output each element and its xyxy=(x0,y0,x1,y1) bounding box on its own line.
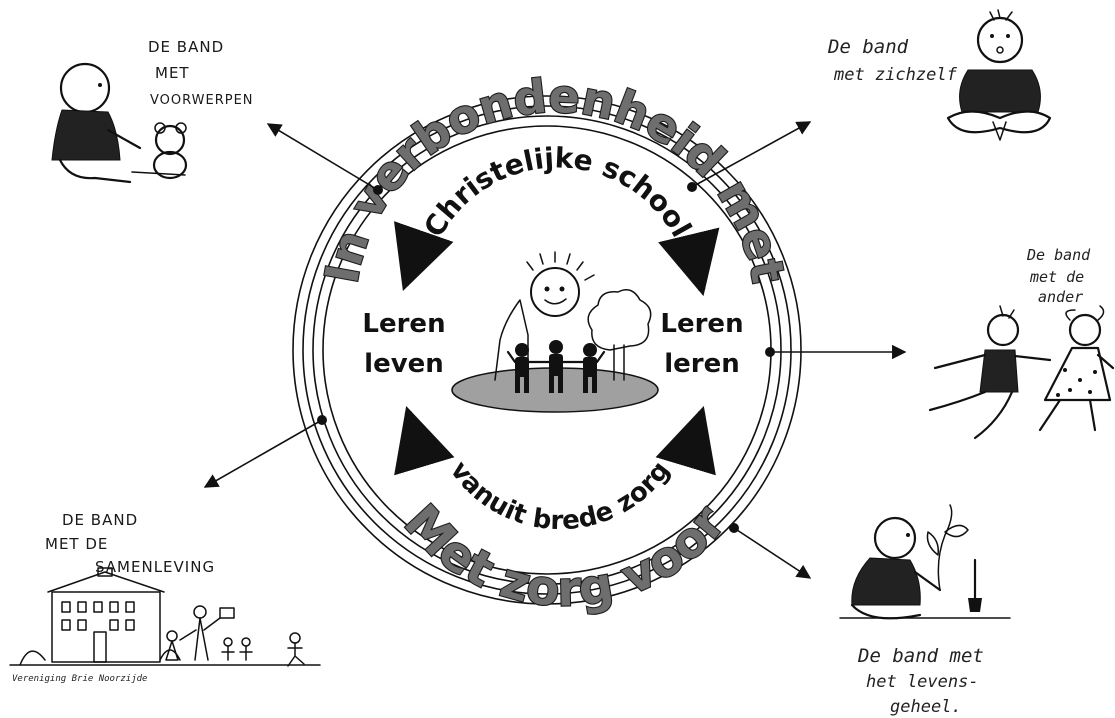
svg-text:met de: met de xyxy=(1029,268,1084,286)
inner-top-title: Christelijke school xyxy=(417,141,698,242)
left-label: Leren leven xyxy=(362,309,445,379)
child-meditating-icon xyxy=(946,9,1052,141)
svg-text:ander: ander xyxy=(1038,288,1083,306)
right-label: Leren leren xyxy=(660,309,743,379)
ring-1 xyxy=(292,95,802,605)
caption-whole: De band met het levens- geheel. xyxy=(857,645,984,717)
svg-text:Vereniging Brie Noorzijde: Vereniging Brie Noorzijde xyxy=(12,674,147,684)
arrow-bottom-left-icon xyxy=(394,405,455,476)
arrow-bottom-right-icon xyxy=(655,405,716,476)
svg-text:het levens-: het levens- xyxy=(866,672,979,692)
ring-3 xyxy=(312,115,782,585)
arrow-to-whole-icon xyxy=(733,527,812,579)
ring-2 xyxy=(302,105,792,595)
svg-text:leven: leven xyxy=(364,349,444,379)
caption-self: De band met zichzelf xyxy=(827,36,958,85)
svg-text:De band met: De band met xyxy=(857,645,984,667)
connectors xyxy=(203,121,907,579)
svg-text:De band: De band xyxy=(1026,246,1091,264)
child-with-teddy-icon xyxy=(51,62,188,184)
svg-text:MET: MET xyxy=(155,64,190,82)
arrow-top-right-icon xyxy=(658,227,720,297)
arrow-top-left-icon xyxy=(394,221,454,291)
svg-text:VOORWERPEN: VOORWERPEN xyxy=(150,93,254,108)
svg-text:leren: leren xyxy=(664,349,740,379)
caption-objects: DE BAND MET VOORWERPEN xyxy=(148,38,254,108)
svg-text:DE BAND: DE BAND xyxy=(62,511,138,529)
svg-text:Leren: Leren xyxy=(660,309,743,339)
svg-text:Leren: Leren xyxy=(362,309,445,339)
svg-text:geheel.: geheel. xyxy=(890,697,962,717)
child-gardening-icon xyxy=(839,504,1011,620)
cycle-arrows xyxy=(394,221,720,476)
children-dancing-icon xyxy=(928,305,1115,440)
school-logo-icon xyxy=(451,251,659,413)
arrow-to-self-icon xyxy=(691,121,812,188)
svg-text:met zichzelf: met zichzelf xyxy=(833,65,958,85)
caption-society: DE BAND MET DE SAMENLEVING Vereniging Br… xyxy=(12,511,215,684)
svg-text:DE BAND: DE BAND xyxy=(148,38,224,56)
svg-text:SAMENLEVING: SAMENLEVING xyxy=(95,558,215,576)
arrow-to-society-icon xyxy=(203,419,323,488)
town-society-icon xyxy=(9,567,321,667)
arrow-to-objects-icon xyxy=(266,123,379,191)
svg-text:MET DE: MET DE xyxy=(45,535,108,553)
caption-other: De band met de ander xyxy=(1026,246,1091,306)
inner-bottom-title: vanuit brede zorg xyxy=(444,456,676,536)
svg-text:De band: De band xyxy=(827,36,909,58)
